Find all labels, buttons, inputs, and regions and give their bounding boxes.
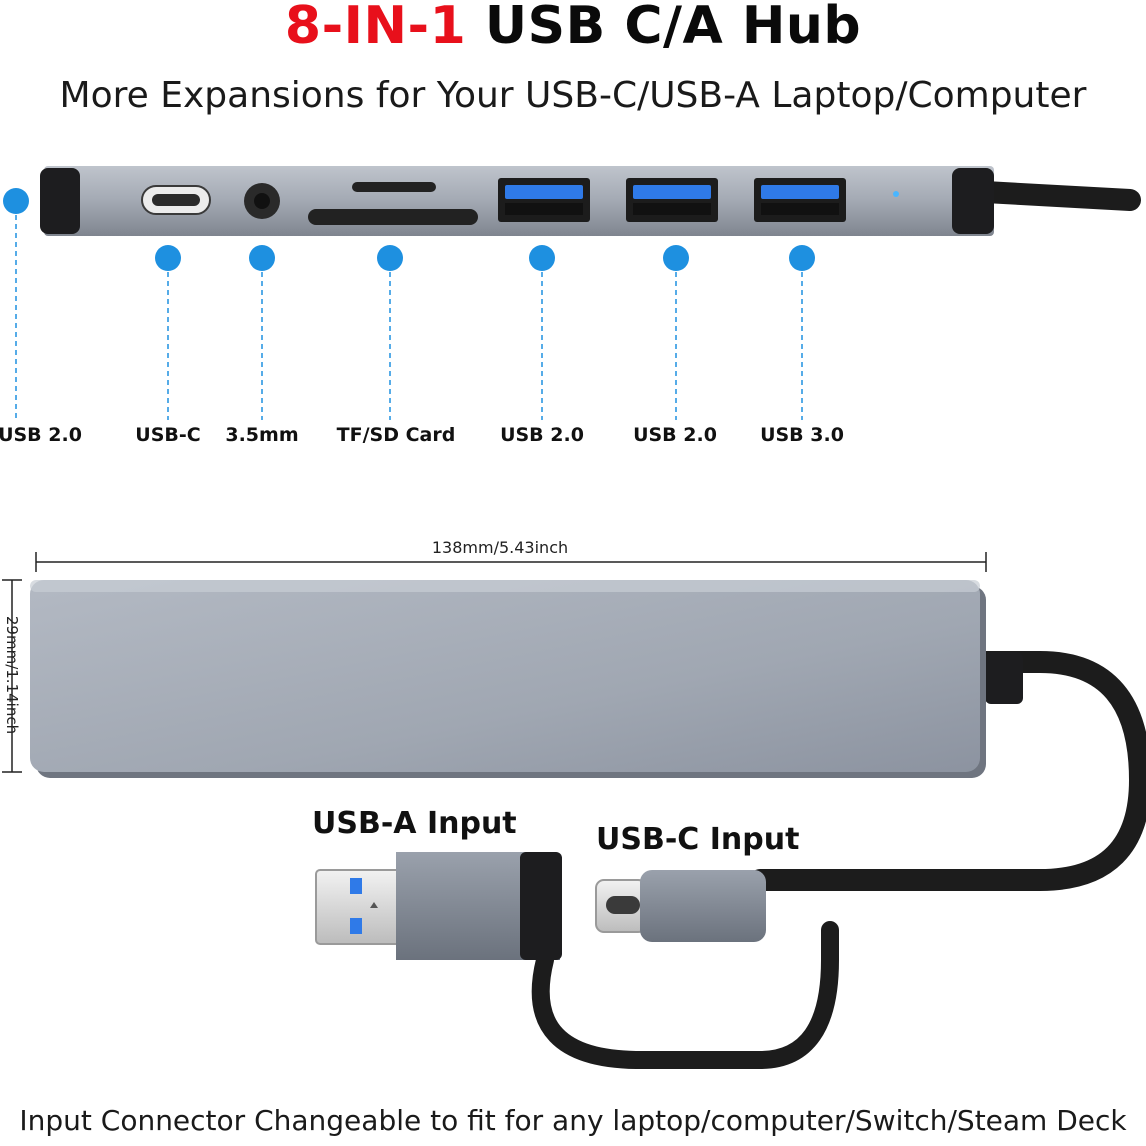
callout-dot-usbc (155, 245, 181, 271)
port-label-usb2-side: USB 2.0 (0, 424, 82, 446)
usb-a-port-icon-2 (626, 178, 718, 222)
hub-right-cap (952, 168, 994, 234)
hub-cable-loop (749, 651, 1146, 891)
port-label-usb2-b: USB 2.0 (633, 424, 717, 446)
port-label-usb3: USB 3.0 (760, 424, 844, 446)
usb-a-housing (396, 852, 560, 960)
callout-dot-card (377, 245, 403, 271)
dimension-lines (2, 552, 987, 773)
port-label-usbc: USB-C (135, 424, 201, 446)
usb-a-input-label: USB-A Input (312, 806, 517, 841)
title-accent: 8-IN-1 (284, 0, 467, 56)
hub-cable-top (974, 181, 1141, 211)
tf-slot-icon (352, 182, 436, 192)
usb-c-housing (640, 870, 766, 942)
port-label-audio: 3.5mm (225, 424, 299, 446)
input-adapter (315, 852, 839, 1069)
hub-top-view (30, 580, 1146, 891)
length-dimension: 138mm/5.43inch (431, 538, 569, 557)
callout-dot-usb2-a (529, 245, 555, 271)
callout-dot-usb2-b (663, 245, 689, 271)
callout-dot-audio (249, 245, 275, 271)
led-indicator-icon (893, 191, 899, 197)
port-label-usb2-a: USB 2.0 (500, 424, 584, 446)
usb-a-port-icon-1 (498, 178, 590, 222)
callout-dot-usb3 (789, 245, 815, 271)
footer-caption: Input Connector Changeable to fit for an… (19, 1104, 1127, 1137)
usb-c-input-label: USB-C Input (596, 822, 800, 857)
height-dimension: 29mm/1.14inch (3, 615, 21, 735)
page-subtitle: More Expansions for Your USB-C/USB-A Lap… (59, 75, 1087, 116)
sd-slot-icon (308, 209, 478, 225)
callout-dots (3, 188, 815, 271)
port-callouts (15, 215, 803, 420)
callout-dot-usb2-side (3, 188, 29, 214)
hub-left-cap (40, 168, 80, 234)
title-rest: USB C/A Hub (484, 0, 862, 56)
port-label-card: TF/SD Card (336, 424, 456, 446)
usb-a-port-icon-3 (754, 178, 846, 222)
hub-body (30, 580, 980, 772)
adapter-cable (531, 921, 839, 1069)
hub-side-view (40, 166, 1141, 236)
page-title: 8-IN-1 USB C/A Hub (0, 0, 1146, 56)
